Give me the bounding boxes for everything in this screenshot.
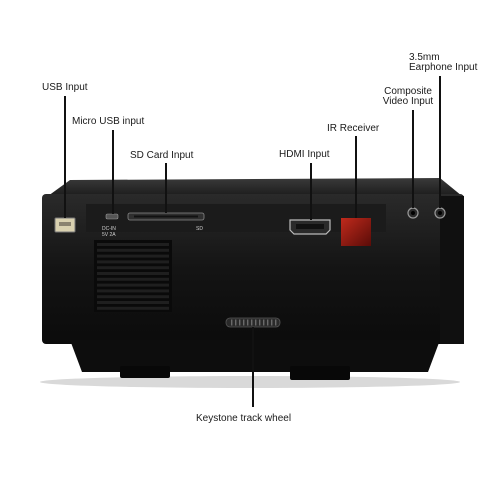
- label-ir-receiver: IR Receiver: [327, 123, 380, 134]
- dc-in-marking: DC-IN: [102, 226, 116, 232]
- label-micro-usb-input: Micro USB input: [72, 116, 145, 127]
- wheel-ridge: [259, 319, 261, 326]
- leader-hdmi: [310, 163, 312, 220]
- wheel-ridge: [247, 319, 249, 326]
- wheel-ridge: [267, 319, 269, 326]
- vent-slot: [97, 260, 169, 264]
- leader-usb: [64, 96, 66, 218]
- label-sd-card-input: SD Card Input: [130, 150, 194, 161]
- wheel-ridge: [235, 319, 237, 326]
- leader-ir: [355, 136, 357, 218]
- top-lid: [48, 178, 462, 196]
- label-earphone-line2: Earphone Input: [409, 62, 478, 73]
- wheel-ridge: [255, 319, 257, 326]
- foot-left: [120, 366, 170, 378]
- sd-marking: SD: [196, 226, 203, 232]
- label-earphone-line1: 3.5mm: [409, 52, 440, 63]
- label-composite-line1: Composite: [384, 86, 432, 97]
- vent-slot: [97, 248, 169, 252]
- vent-slot: [97, 254, 169, 258]
- bottom-base: [70, 340, 440, 372]
- label-earphone-input: 3.5mm Earphone Input: [409, 53, 477, 73]
- floor-shadow: [40, 376, 460, 388]
- vent-slot: [97, 243, 169, 246]
- side-lip: [440, 196, 464, 344]
- vent-slot: [97, 272, 169, 275]
- wheel-ridge: [243, 319, 245, 326]
- wheel-ridge: [239, 319, 241, 326]
- leader-micro-usb: [112, 130, 114, 214]
- leader-sd: [165, 163, 167, 213]
- wheel-ridge: [231, 319, 233, 326]
- label-composite-video-input: Composite Video Input: [378, 87, 438, 107]
- label-keystone-track-wheel: Keystone track wheel: [196, 413, 292, 424]
- wheel-ridge: [271, 319, 273, 326]
- leader-composite: [412, 110, 414, 208]
- wheel-ridge: [263, 319, 265, 326]
- foot-right: [290, 366, 350, 380]
- vent-slot: [97, 306, 169, 310]
- wheel-ridge: [275, 319, 277, 326]
- leader-earphone: [439, 76, 441, 208]
- vent-slot: [97, 266, 169, 270]
- micro-usb-port: [105, 213, 119, 220]
- vent-slot: [97, 289, 169, 293]
- vent-slot: [97, 301, 169, 304]
- vent-grille: [94, 240, 172, 312]
- leader-keystone: [252, 327, 254, 407]
- dc-rating-marking: 5V 2A: [102, 232, 116, 238]
- label-composite-line2: Video Input: [382, 96, 434, 107]
- label-hdmi-input: HDMI Input: [279, 149, 330, 160]
- wheel-ridge: [251, 319, 253, 326]
- label-usb-input: USB Input: [42, 82, 88, 93]
- vent-slot: [97, 283, 169, 287]
- vent-slot: [97, 295, 169, 299]
- ir-receiver-window: [341, 218, 371, 246]
- vent-slot: [97, 277, 169, 281]
